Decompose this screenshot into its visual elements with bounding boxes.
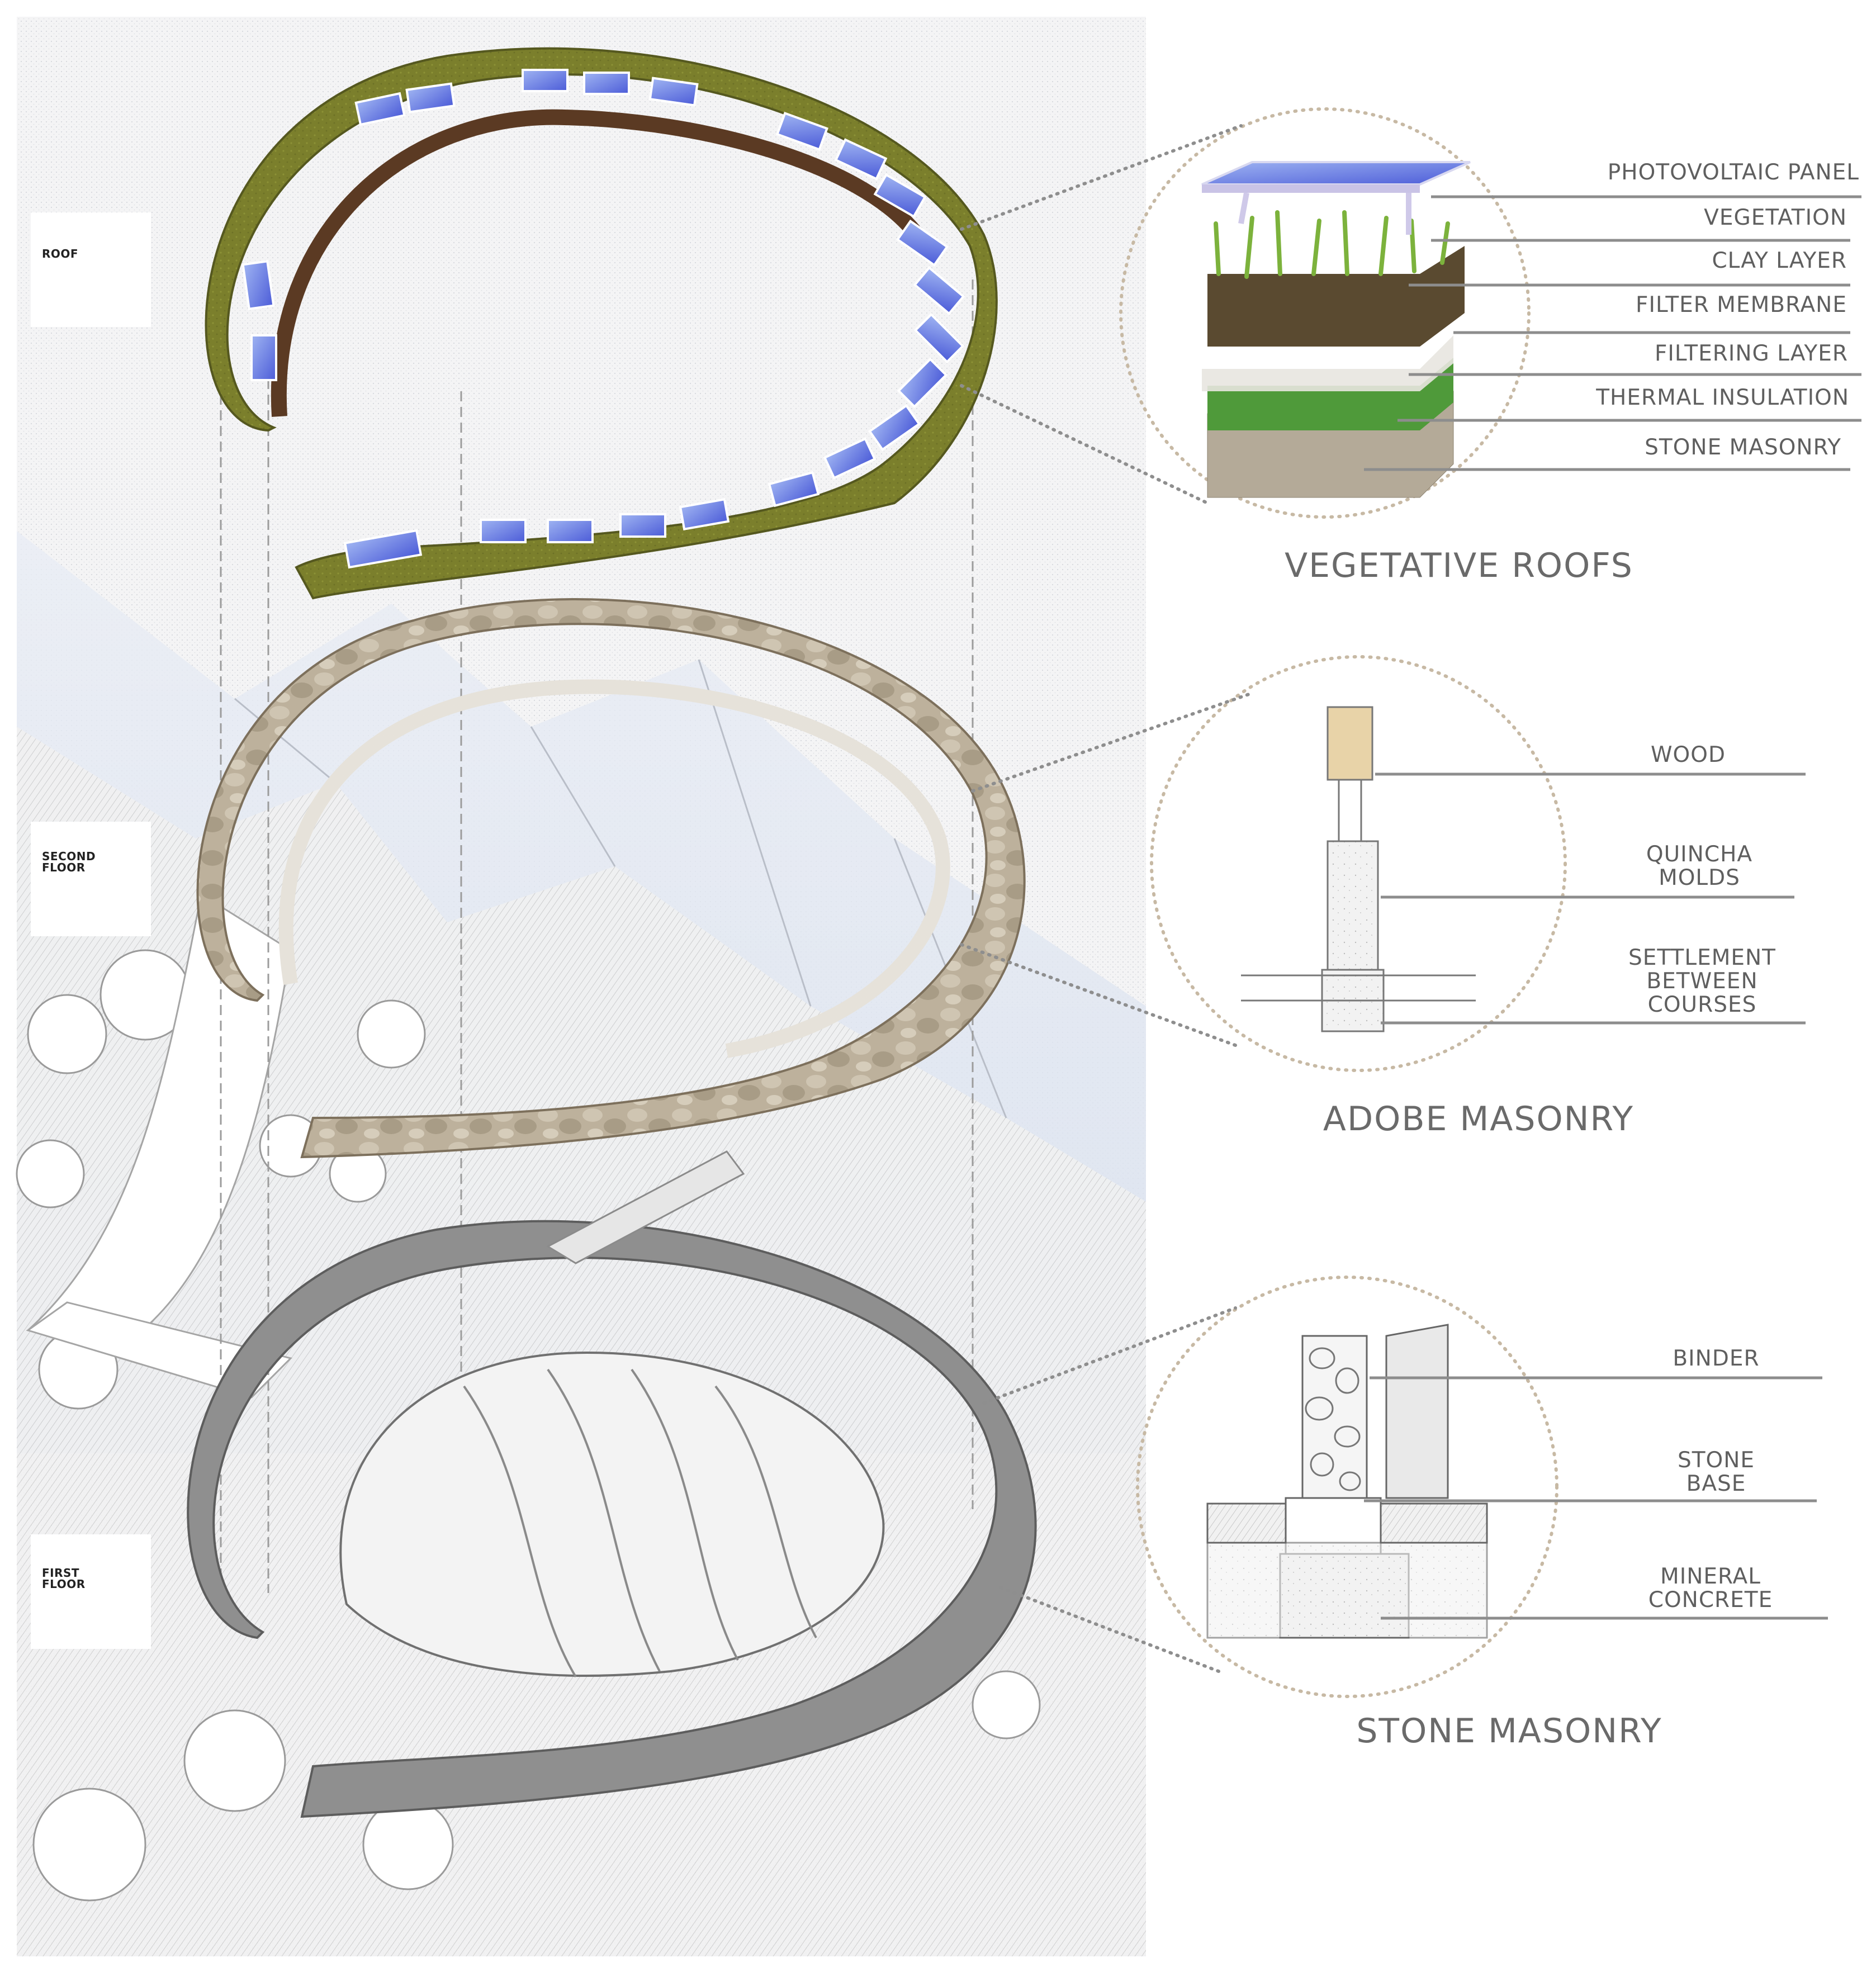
label-wood: WOOD	[1651, 742, 1726, 767]
roof-label-box	[31, 212, 151, 327]
title-adobe-masonry: ADOBE MASONRY	[1323, 1099, 1635, 1139]
first-floor-label-box	[31, 1534, 151, 1649]
label-vegetation: VEGETATION	[1704, 205, 1847, 230]
adobe-section-illustration	[1241, 706, 1476, 1032]
label-photovoltaic-panel: PHOTOVOLTAIC PANEL	[1607, 160, 1859, 185]
label-mineral-concrete: MINERAL CONCRETE	[1648, 1564, 1773, 1613]
title-vegetative-roofs: VEGETATIVE ROOFS	[1285, 546, 1633, 585]
roof-floor-label: ROOF	[42, 247, 79, 260]
second-floor-label-box	[31, 822, 151, 936]
label-stone-base: STONE BASE	[1677, 1448, 1755, 1496]
stone-section-illustration	[1206, 1324, 1488, 1639]
label-clay-layer: CLAY LAYER	[1712, 248, 1847, 273]
title-stone-masonry: STONE MASONRY	[1356, 1712, 1662, 1751]
roof-layers-illustration	[1201, 161, 1471, 498]
label-filter-membrane: FILTER MEMBRANE	[1636, 292, 1847, 317]
label-thermal-insulation: THERMAL INSULATION	[1596, 385, 1849, 410]
label-quincha-molds: QUINCHA MOLDS	[1646, 842, 1753, 890]
second-floor-label: SECOND FLOOR	[42, 850, 96, 874]
first-floor-label: FIRST FLOOR	[42, 1566, 86, 1591]
label-binder: BINDER	[1673, 1346, 1760, 1371]
label-settlement-between-courses: SETTLEMENT BETWEEN COURSES	[1628, 945, 1776, 1017]
label-filtering-layer: FILTERING LAYER	[1655, 341, 1848, 366]
label-stone-masonry-roof: STONE MASONRY	[1645, 435, 1841, 460]
